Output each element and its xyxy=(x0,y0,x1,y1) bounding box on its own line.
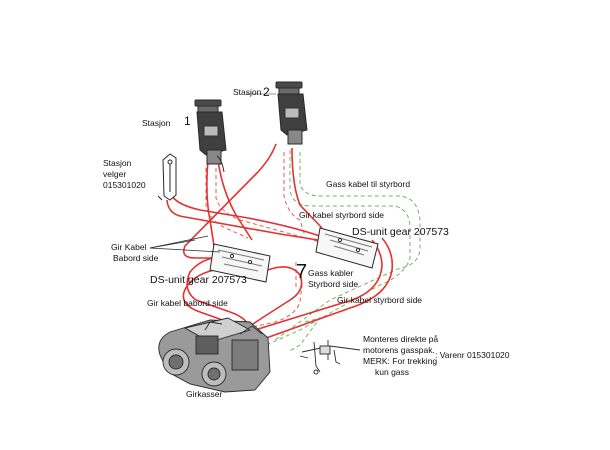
gas-cable-starboard-green xyxy=(254,150,421,353)
station-selector-label-line1: Stasjon xyxy=(103,158,132,168)
gearbox-assembly xyxy=(158,317,271,393)
mount-note-line3: MERK: For trekking xyxy=(363,356,438,366)
station-selector-label-line2: velger xyxy=(103,169,127,179)
gear-cable-starboard-side-top-label: Gir kabel styrbord side xyxy=(299,210,385,220)
mount-note-line1: Monteres direkte på xyxy=(363,334,439,344)
gear-cable-starboard-side-bottom-label: Gir kabel styrbord side xyxy=(337,295,423,305)
control-station-1 xyxy=(194,99,227,173)
station-selector-device xyxy=(157,153,177,201)
ds-unit-left-label: DS-unit gear 207573 xyxy=(150,274,247,286)
mount-note-line2: motorens gasspak. xyxy=(363,345,435,355)
station-2-word: Stasjon xyxy=(233,87,262,97)
item-number-label: : Varenr 015301020 xyxy=(435,350,510,360)
station-1-number: 1 xyxy=(184,114,191,128)
marker-seven: 7 xyxy=(296,261,308,283)
station-1-word: Stasjon xyxy=(142,118,171,128)
mount-note-line4: kun gass xyxy=(375,367,410,377)
gear-cable-port-label-line2: Babord side xyxy=(113,253,159,263)
station-selector-label-line3: 015301020 xyxy=(103,180,146,190)
gas-cables-label-line2: Styrbord side xyxy=(308,279,359,289)
ds-unit-right xyxy=(315,227,379,269)
port-cable-pointer xyxy=(149,235,221,253)
station-2-number: 2 xyxy=(263,85,270,99)
gear-cable-port-side-label: Gir kabel babord side xyxy=(147,298,228,308)
gas-cables-label-line1: Gass kabler xyxy=(308,268,354,278)
throttle-detail-drawing xyxy=(299,340,361,375)
gas-cable-starboard-label: Gass kabel til styrbord xyxy=(326,179,411,189)
control-station-2 xyxy=(275,81,308,145)
gear-cable-solid-red xyxy=(166,143,394,343)
gearboxes-label: Girkasser xyxy=(186,389,223,399)
ds-unit-right-label: DS-unit gear 207573 xyxy=(352,226,449,238)
ds-unit-left xyxy=(209,243,271,283)
gear-cable-port-label-line1: Gir Kabel xyxy=(111,242,147,252)
